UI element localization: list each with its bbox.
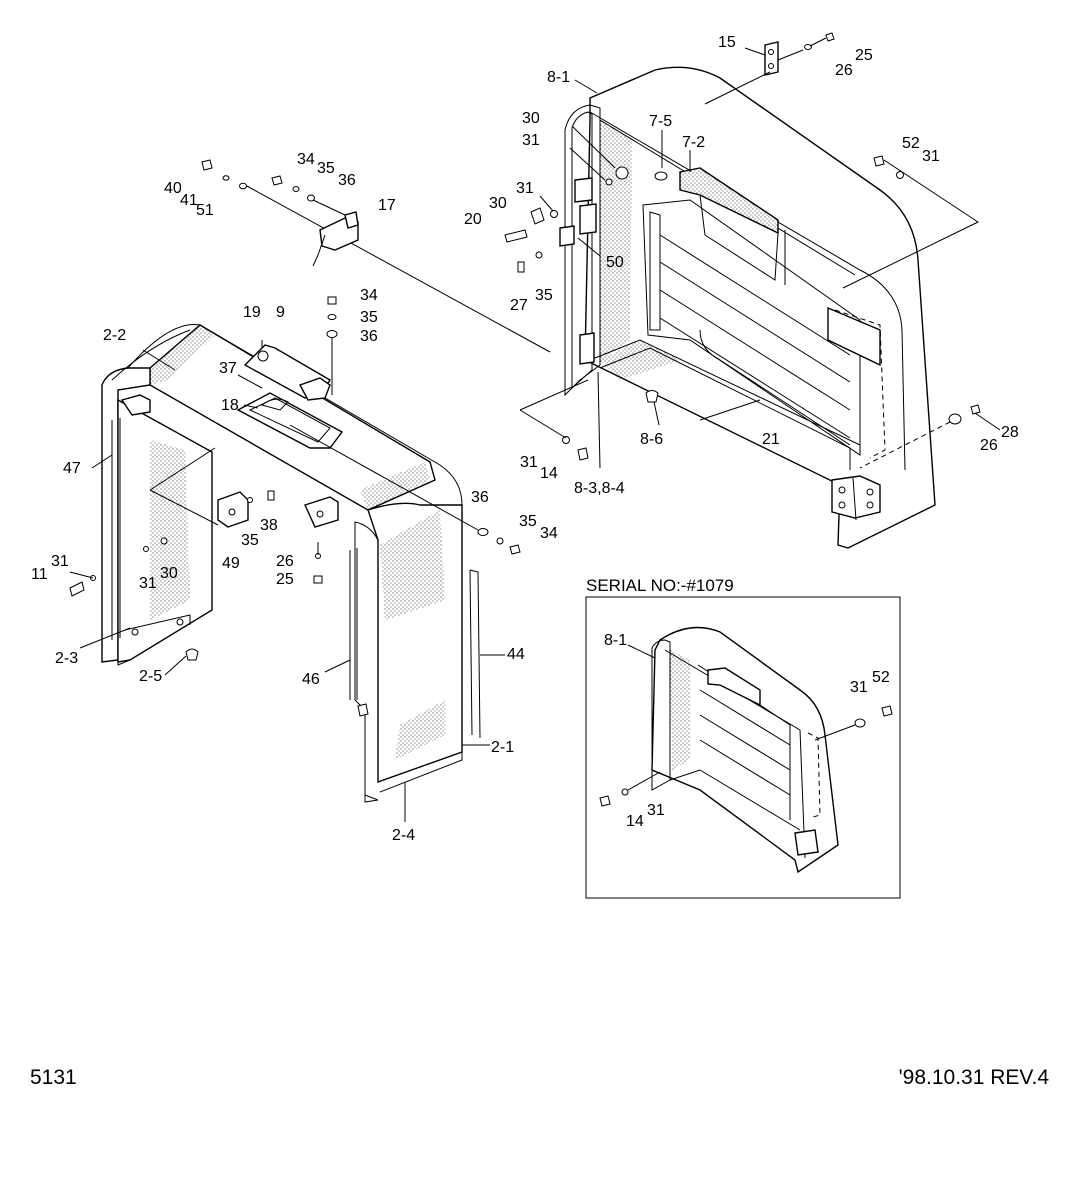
callout-label: 34 [297,151,315,168]
latch-17 [201,159,359,267]
door-hardware [244,155,981,469]
callout-label: 34 [540,525,558,542]
callout-label: 49 [222,555,240,572]
callout-label: 2-1 [491,739,514,756]
callout-labels: 15 25 26 8-1 7-5 7-2 30 31 52 31 34 35 3… [31,34,1019,844]
callout-label: 31 [850,679,868,696]
callout-label: 36 [471,489,489,506]
callout-label: 7-2 [682,134,705,151]
leader-lines [69,47,1001,822]
callout-label: 46 [302,671,320,688]
callout-label: 25 [276,571,294,588]
callout-label: 36 [338,172,356,189]
callout-label: 14 [626,813,644,830]
callout-label: 52 [902,135,920,152]
callout-label: 8-6 [640,431,663,448]
callout-label: 30 [522,110,540,127]
frame-2-1 [69,324,481,803]
callout-label: 18 [221,397,239,414]
callout-label: 35 [360,309,378,326]
callout-label: 44 [507,646,525,663]
callout-label: 37 [219,360,237,377]
callout-label: 26 [835,62,853,79]
callout-label: 36 [360,328,378,345]
callout-label: 26 [980,437,998,454]
callout-label: 8-1 [604,632,627,649]
callout-label: 31 [520,454,538,471]
callout-label: 31 [922,148,940,165]
callout-label: 51 [196,202,214,219]
callout-label: 41 [180,192,198,209]
callout-label: 50 [606,254,624,271]
cover-9 [236,296,521,555]
callout-label: 9 [276,304,285,321]
callout-label: 14 [540,465,558,482]
callout-label: 35 [519,513,537,530]
callout-label: 30 [160,565,178,582]
callout-label: 8-1 [547,69,570,86]
callout-label: 27 [510,297,528,314]
callout-label: 11 [31,566,48,583]
callout-label: 7-5 [649,113,672,130]
callout-label: 2-4 [392,827,415,844]
callout-label: 19 [243,304,261,321]
callout-label: 20 [464,211,482,228]
callout-label: 30 [489,195,507,212]
callout-label: 31 [516,180,534,197]
callout-label: 35 [317,160,335,177]
callout-label: 8-3,8-4 [574,480,625,497]
callout-label: 35 [535,287,553,304]
callout-label: 25 [855,47,873,64]
inset-frame [585,596,901,899]
callout-label: 31 [647,802,665,819]
callout-label: 52 [872,669,890,686]
callout-label: 31 [51,553,69,570]
callout-label: 31 [522,132,540,149]
bracket-15 [704,32,835,105]
callout-label: 2-5 [139,668,162,685]
callout-label: 28 [1001,424,1019,441]
callout-label: 35 [241,532,259,549]
callout-label: 2-2 [103,327,126,344]
callout-label: 26 [276,553,294,570]
callout-label: 2-3 [55,650,78,667]
inset-title: SERIAL NO:-#1079 [586,576,734,595]
door-panel-8-1 [559,66,936,549]
inset-labels: SERIAL NO:-#1079 8-1 31 52 14 31 [586,576,890,830]
revision-stamp: '98.10.31 REV.4 [898,1066,1049,1089]
callout-label: 21 [762,431,780,448]
callout-label: 40 [164,180,182,197]
callout-label: 15 [718,34,736,51]
callout-label: 17 [378,197,396,214]
callout-label: 47 [63,460,81,477]
callout-label: 38 [260,517,278,534]
callout-label: 31 [139,575,157,592]
callout-label: 34 [360,287,378,304]
page-number: 5131 [30,1066,77,1089]
